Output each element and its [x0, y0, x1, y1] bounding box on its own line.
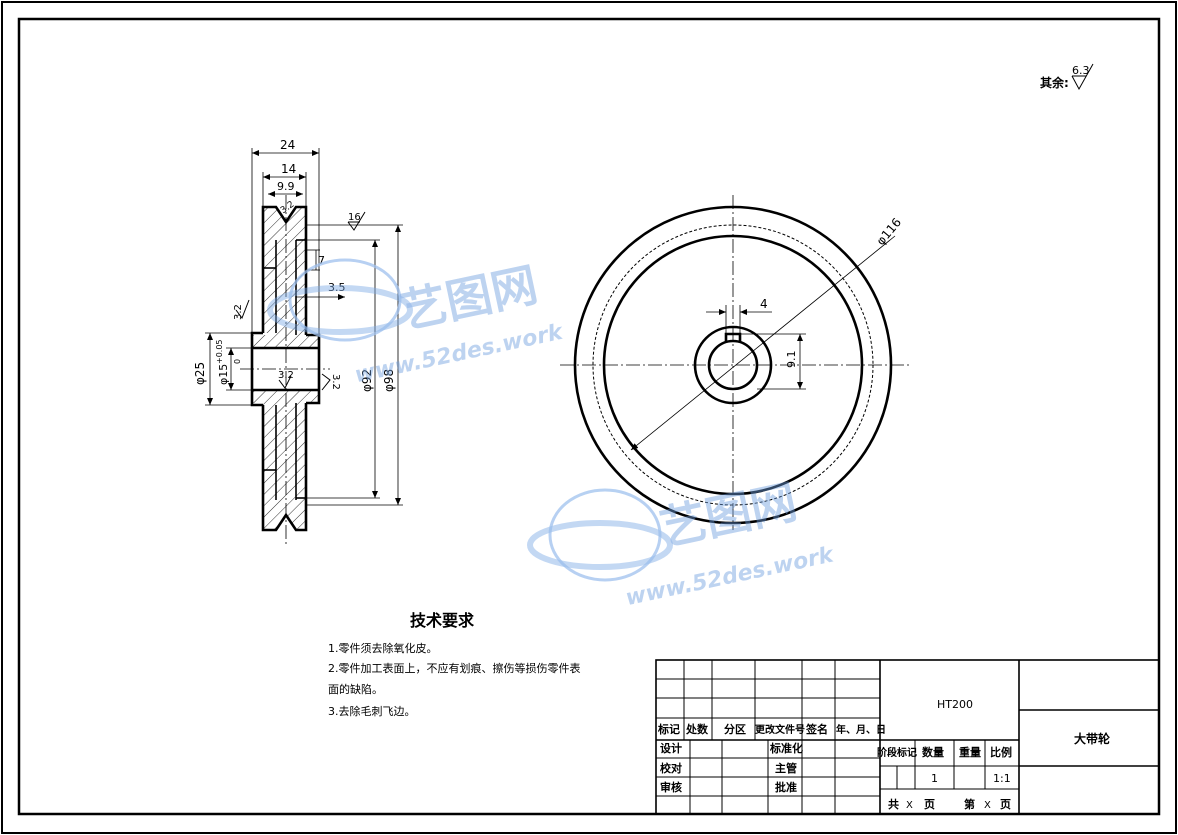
svg-text:校对: 校对 — [660, 761, 682, 775]
svg-text:重量: 重量 — [959, 745, 981, 759]
technical-requirements: 技术要求 1.零件须去除氧化皮。 2.零件加工表面上，不应有划痕、擦伤等损伤零件… — [328, 611, 581, 718]
surface-roughness-note: 其余: 6.3 — [1040, 63, 1094, 91]
scale: 1:1 — [993, 772, 1011, 785]
svg-text:标记: 标记 — [657, 722, 680, 736]
watermark-brand-1: 艺图网 — [396, 257, 542, 339]
part-name: 大带轮 — [1074, 731, 1111, 746]
svg-text:标准化: 标准化 — [769, 741, 803, 755]
svg-text:X: X — [984, 800, 991, 811]
ra-16: 16 — [347, 211, 366, 231]
svg-text:主管: 主管 — [775, 761, 797, 775]
material: HT200 — [937, 698, 973, 711]
tol-upper: +0.05 — [215, 339, 224, 364]
tech-req-line1: 1.零件须去除氧化皮。 — [328, 641, 438, 655]
watermark-brand-2: 艺图网 — [655, 474, 801, 556]
svg-text:16: 16 — [348, 212, 361, 223]
front-view: φ116 4 9.1 — [560, 195, 910, 530]
svg-text:页: 页 — [924, 798, 935, 811]
svg-text:X: X — [906, 800, 913, 811]
dim-7: 7 — [318, 254, 325, 267]
dim-d92: φ92 — [360, 369, 374, 392]
svg-text:比例: 比例 — [990, 745, 1012, 759]
surface-note-value: 6.3 — [1072, 64, 1090, 77]
svg-text:3.2: 3.2 — [278, 370, 294, 381]
dim-key-9-1: 9.1 — [785, 351, 798, 369]
watermark-2: 艺图网 www.52des.work — [527, 474, 837, 611]
tech-req-line3: 面的缺陷。 — [328, 682, 383, 696]
dim-d15: φ15 — [217, 364, 230, 385]
surface-note-label: 其余: — [1040, 75, 1069, 90]
svg-text:设计: 设计 — [660, 741, 682, 755]
dim-key-4: 4 — [760, 297, 768, 311]
dim-9-9: 9.9 — [277, 180, 295, 193]
tol-lower: 0 — [233, 359, 242, 364]
svg-text:批准: 批准 — [775, 780, 797, 794]
side-section-view: 24 14 9.9 3.2 φ25 φ15 +0.05 0 3.2 φ92 φ9… — [193, 138, 403, 545]
tech-req-line4: 3.去除毛刺飞边。 — [328, 704, 416, 718]
svg-text:页: 页 — [1000, 798, 1011, 811]
svg-text:共: 共 — [888, 797, 899, 811]
svg-text:更改文件号: 更改文件号 — [755, 723, 805, 736]
svg-text:年、月、日: 年、月、日 — [836, 723, 886, 736]
hatch-lower-rim — [263, 403, 306, 530]
svg-text:3.2: 3.2 — [330, 374, 341, 390]
dim-d116: φ116 — [874, 215, 905, 248]
svg-text:数量: 数量 — [922, 745, 944, 759]
svg-text:第: 第 — [964, 797, 975, 811]
dim-d25: φ25 — [193, 362, 207, 385]
svg-text:分区: 分区 — [724, 722, 746, 736]
inner-frame — [17, 17, 1161, 816]
svg-text:处数: 处数 — [685, 722, 709, 736]
dim-14: 14 — [281, 162, 296, 176]
svg-text:阶段标记: 阶段标记 — [877, 746, 917, 759]
tech-req-line2: 2.零件加工表面上，不应有划痕、擦伤等损伤零件表 — [328, 661, 581, 675]
quantity: 1 — [931, 772, 938, 785]
hatch-hub — [252, 335, 319, 403]
tech-req-title: 技术要求 — [410, 611, 475, 630]
dim-d98: φ98 — [382, 369, 396, 392]
dim-24: 24 — [280, 138, 295, 152]
dim-3-5: 3.5 — [328, 281, 346, 294]
svg-text:审核: 审核 — [660, 780, 682, 794]
ra-right-hub: 3.2 — [321, 373, 341, 391]
title-block: HT200 大带轮 标记 处数 分区 更改文件号 签名 年、月、日 设计 标准化… — [655, 659, 1160, 815]
svg-text:签名: 签名 — [805, 722, 828, 736]
ra-bore: 3.2 — [278, 370, 294, 389]
svg-text:3.2: 3.2 — [233, 304, 244, 320]
ra-left: 3.2 — [233, 299, 250, 320]
